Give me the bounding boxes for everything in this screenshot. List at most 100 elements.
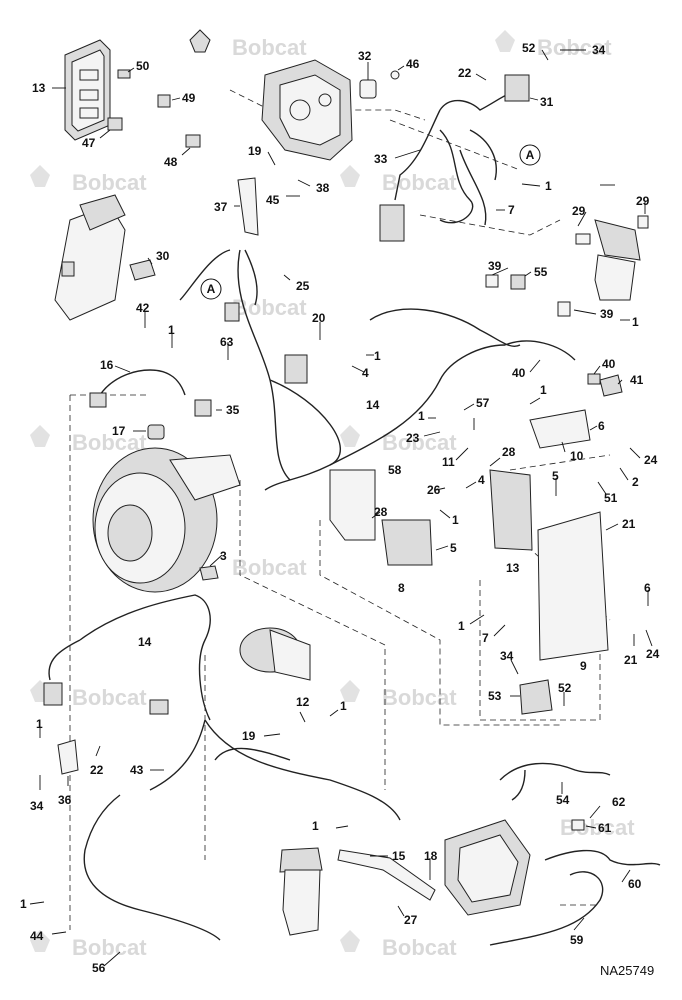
starter-motor — [239, 627, 311, 681]
connector-block — [43, 682, 63, 706]
svg-text:Bobcat: Bobcat — [232, 555, 307, 580]
part-label: 9 — [580, 659, 587, 673]
part-label: 18 — [424, 849, 438, 863]
part-label: 39 — [488, 259, 502, 273]
part-label: 24 — [644, 453, 658, 467]
connector-35 — [194, 399, 212, 417]
part-label: 40 — [602, 357, 616, 371]
controller-module — [64, 39, 111, 141]
part-label: 5 — [552, 469, 559, 483]
part-label: 2 — [632, 475, 639, 489]
connector-block — [284, 354, 308, 384]
sensor-32 — [359, 79, 377, 99]
part-label: 28 — [502, 445, 516, 459]
relay-49 — [157, 94, 171, 108]
connector-17 — [147, 424, 165, 440]
part-label: 27 — [404, 913, 418, 927]
bracket-53 — [519, 679, 553, 715]
frame-8 — [381, 519, 433, 566]
part-label: 28 — [374, 505, 388, 519]
part-label: 6 — [644, 581, 651, 595]
part-label: 19 — [242, 729, 256, 743]
part-label: 1 — [632, 315, 639, 329]
part-label: 1 — [374, 349, 381, 363]
part-label: 40 — [512, 366, 526, 380]
relay-55 — [510, 274, 526, 290]
svg-text:Bobcat: Bobcat — [72, 170, 147, 195]
part-label: 3 — [220, 549, 227, 563]
watermark: Bobcat — [495, 30, 612, 60]
part-label: 39 — [600, 307, 614, 321]
watermark: Bobcat — [340, 680, 457, 710]
part-label: 4 — [478, 473, 485, 487]
relay-39-left — [485, 274, 499, 288]
part-label: 17 — [112, 424, 126, 438]
part-label: 1 — [418, 409, 425, 423]
connector-block — [224, 302, 240, 322]
valve-block — [379, 204, 405, 242]
housing-58 — [329, 469, 376, 541]
part-label: 19 — [248, 144, 262, 158]
part-label: 43 — [130, 763, 144, 777]
part-label: 12 — [296, 695, 310, 709]
part-label: 30 — [156, 249, 170, 263]
connector-block — [149, 699, 169, 715]
svg-text:Bobcat: Bobcat — [72, 685, 147, 710]
part-label: 6 — [598, 419, 605, 433]
part-label: 7 — [508, 203, 515, 217]
watermark: Bobcat — [340, 165, 457, 195]
part-label: 53 — [488, 689, 502, 703]
svg-text:Bobcat: Bobcat — [537, 35, 612, 60]
part-label: 38 — [316, 181, 330, 195]
hydraulic-pump — [261, 59, 353, 161]
part-label: 36 — [58, 793, 72, 807]
part-label: 44 — [30, 929, 44, 943]
watermark: Bobcat — [30, 425, 147, 455]
connector-40 — [587, 373, 601, 385]
part-label: 32 — [358, 49, 372, 63]
part-label: 22 — [90, 763, 104, 777]
fuel-filter — [54, 194, 126, 321]
reference-callout-a: A — [200, 278, 222, 300]
part-label: 8 — [398, 581, 405, 595]
part-label: 7 — [482, 631, 489, 645]
svg-text:Bobcat: Bobcat — [72, 430, 147, 455]
main-harness-lower — [43, 594, 401, 941]
part-label: 42 — [136, 301, 150, 315]
part-label: 1 — [340, 699, 347, 713]
fitting-29-right — [637, 215, 649, 229]
part-label: 1 — [312, 819, 319, 833]
fitting-61 — [571, 819, 585, 831]
part-label: 50 — [136, 59, 150, 73]
part-label: 54 — [556, 793, 570, 807]
leader-lines — [29, 49, 653, 967]
water-separator — [279, 847, 323, 936]
bracket-36 — [57, 739, 79, 775]
connector-16 — [89, 392, 107, 408]
part-label: 1 — [458, 619, 465, 633]
part-label: 10 — [570, 449, 584, 463]
plate-9 — [537, 511, 609, 661]
watermark: Bobcat — [30, 930, 147, 960]
relay-39-right — [557, 301, 571, 317]
svg-text:Bobcat: Bobcat — [382, 170, 457, 195]
part-label: 46 — [406, 57, 420, 71]
def-pump-module — [444, 819, 531, 916]
bracket-37 — [237, 177, 259, 236]
part-label: 1 — [20, 897, 27, 911]
svg-text:A: A — [207, 282, 216, 296]
pump-harness — [379, 74, 530, 242]
watermark-layer: Bobcat Bobcat Bobcat Bobcat Bobcat Bobca… — [30, 29, 635, 960]
main-harness-upper — [179, 249, 576, 491]
part-label: 31 — [540, 95, 554, 109]
part-label: 56 — [92, 961, 106, 975]
relay-48 — [185, 134, 201, 148]
part-label: 60 — [628, 877, 642, 891]
watermark: Bobcat — [189, 29, 307, 60]
part-label: 20 — [312, 311, 326, 325]
part-label: 51 — [604, 491, 618, 505]
harness-59 — [489, 871, 604, 946]
harness-60 — [544, 849, 661, 866]
part-label: 16 — [100, 358, 114, 372]
part-label: 1 — [36, 717, 43, 731]
